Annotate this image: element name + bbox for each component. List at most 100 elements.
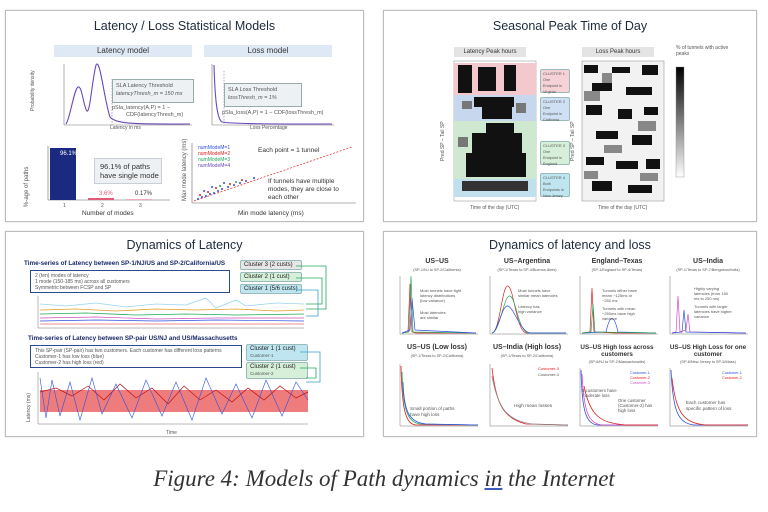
ts2-note-3: Customer-2 has high loss (red) bbox=[35, 360, 104, 366]
modes-tick-3: 3 bbox=[139, 203, 142, 209]
latency-x-label: Latency in ms bbox=[110, 125, 141, 131]
bottom-cell-2-sub: (SP-1/Texas to SP-2/California) bbox=[500, 354, 554, 358]
bottom-cell-1: US–US (Low loss) (SP-1/Texas to SP-2/Cal… bbox=[394, 344, 480, 434]
latency-y-label: Probability density bbox=[30, 70, 36, 111]
top-cell-4-note-2: latencies (from 150 bbox=[694, 291, 729, 296]
top-cell-3-title: England–Texas bbox=[591, 258, 643, 265]
ts2-cluster-1: Cluster 1 (1 cust) Customer-1 bbox=[246, 344, 308, 361]
top-cell-2: US–Argentina (SP-1/Texas to SP-4/Buenos … bbox=[484, 258, 570, 340]
bottom-cell-3-legend-3: Customer-3 bbox=[630, 381, 650, 385]
bar-three-modes bbox=[126, 199, 152, 200]
bar-one-mode bbox=[50, 148, 76, 200]
modes-callout: 96.1% of paths have single mode bbox=[94, 158, 162, 184]
top-cell-4: US–India (SP-1/Texas to SP-7/Bengaluru/I… bbox=[664, 258, 752, 340]
cluster-1-text: One Endpoint in Virginia bbox=[543, 78, 562, 94]
top-cell-1-note-1: Most tunnels have tight bbox=[420, 288, 462, 293]
panel-dynamics-latency: Dynamics of Latency Time-series of Laten… bbox=[5, 231, 364, 437]
ts2-note-1: This SP-pair (SP-pair) has two customers… bbox=[35, 348, 222, 354]
bottom-cell-3-title: US–US High loss across customers bbox=[580, 344, 654, 358]
modes-callout-line1: 96.1% of paths bbox=[100, 162, 151, 171]
modes-bar-label-3: 0.17% bbox=[135, 191, 153, 197]
bottom-cell-2-plot bbox=[489, 364, 569, 427]
modes-x-label: Number of modes bbox=[82, 210, 134, 217]
mode-latency-scatter bbox=[191, 143, 356, 204]
bottom-cell-1-title: US–US (Low loss) bbox=[407, 344, 467, 351]
top-cell-3-note-2: mean ~125ms or bbox=[602, 293, 633, 298]
scatter-x-label: Min mode latency (ms) bbox=[238, 210, 304, 217]
top-cell-2-note-2: similar mean latencies bbox=[518, 293, 558, 298]
bottom-cell-4: US–US High Loss for one customer (SP-6/N… bbox=[664, 344, 752, 434]
latency-sla-line1: SLA Latency Threshold bbox=[116, 83, 173, 89]
scatter-y-label: Max mode latency (ms) bbox=[182, 138, 188, 201]
top-cell-1-note-2: latency distributions bbox=[420, 293, 456, 298]
top-cell-3-sub: (SP-1/England to SP-4/Texas) bbox=[591, 268, 643, 272]
bottom-cell-1-note-1: Small portion of paths bbox=[410, 406, 455, 411]
latency-model-header: Latency model bbox=[54, 45, 192, 57]
cluster-2-title: CLUSTER 2 bbox=[543, 99, 566, 104]
cluster-2-text: One Endpoint in California bbox=[543, 106, 562, 122]
scatter-callout-line1: If tunnels have multiple bbox=[268, 178, 335, 185]
latency-formula-line2: CDF(latencyThresh_m) bbox=[126, 112, 184, 118]
loss-peak-heatmap bbox=[581, 60, 665, 202]
scatter-legend-3: numModeM=3 bbox=[198, 157, 231, 163]
cluster-3-tag: CLUSTER 3 One Endpoint in England bbox=[540, 141, 570, 166]
top-cell-3-note-1: Tunnels either have bbox=[602, 288, 637, 293]
ts-x-label: Time bbox=[166, 430, 177, 436]
bottom-cell-2-legend-1: Customer-3 bbox=[538, 366, 559, 371]
cluster-1-title: CLUSTER 1 bbox=[543, 71, 566, 76]
bottom-cell-4-legend-1: Customer-1 bbox=[722, 371, 742, 375]
panel-dynamics-latency-loss: Dynamics of latency and loss US–US (SP-1… bbox=[383, 231, 757, 437]
panel-title: Dynamics of Latency bbox=[126, 238, 243, 252]
ts2-latency-timeseries bbox=[37, 372, 309, 425]
ts2-cluster-2-sub: Customer-2 bbox=[250, 371, 274, 376]
top-cell-1-sub: (SP-1/NJ to SP-2/California) bbox=[413, 268, 461, 272]
scatter-legend-1: numModeM=1 bbox=[198, 145, 231, 151]
colorbar bbox=[675, 66, 685, 178]
cluster-4-title: CLUSTER 4 bbox=[543, 175, 566, 180]
bottom-cell-4-note-1: Each customer has bbox=[686, 400, 726, 405]
ts1-title: Time-series of Latency between SP-1/NJ/U… bbox=[24, 260, 226, 267]
bottom-cell-4-plot bbox=[669, 368, 748, 427]
modes-tick-1: 1 bbox=[63, 203, 66, 209]
modes-y-label: %-age of paths bbox=[24, 166, 30, 207]
top-cell-2-note-3: Latency has bbox=[518, 304, 540, 309]
scatter-legend-2: numModeM=2 bbox=[198, 151, 231, 157]
ts1-note-3: Symmetric between FCSP and SP bbox=[35, 285, 112, 291]
top-cell-1-plot bbox=[399, 275, 478, 335]
bottom-cell-3-legend-1: Customer-1 bbox=[630, 371, 650, 375]
peak-y-label: Pred SP – Tail SP bbox=[440, 121, 446, 161]
cluster-2-tag: CLUSTER 2 One Endpoint in California bbox=[540, 97, 570, 122]
ts2-cluster-2-label: Cluster 2 (1 cust) bbox=[250, 364, 296, 370]
panel-seasonal-peak: Seasonal Peak Time of Day Latency Peak h… bbox=[383, 10, 757, 222]
ts1-cluster-1: Cluster 1 (5/6 custs) bbox=[240, 284, 302, 294]
bottom-cell-2-title: US–India (High loss) bbox=[492, 344, 562, 351]
ts2-connectors bbox=[300, 351, 321, 383]
figure-caption: Figure 4: Models of Path dynamics in the… bbox=[0, 466, 768, 492]
caption-underlined-word: in bbox=[484, 466, 503, 491]
top-cell-4-note-6: variance bbox=[694, 314, 710, 319]
cluster-4-text: Both Endpoints in New Jersey bbox=[543, 182, 564, 198]
ts2-notes: This SP-pair (SP-pair) has two customers… bbox=[30, 345, 242, 368]
bottom-cell-4-legend-2: Customer-2 bbox=[722, 376, 742, 380]
ts2-title: Time-series of Latency between SP-pair U… bbox=[28, 335, 238, 342]
bottom-cell-1-sub: (SP-1/Texas to SP-2/California) bbox=[410, 354, 464, 358]
top-cell-2-note-1: Most tunnels have bbox=[518, 288, 551, 293]
top-cell-2-plot bbox=[489, 276, 568, 335]
ts-y-label: Latency (ms) bbox=[26, 393, 32, 422]
bottom-cell-1-plot bbox=[399, 364, 479, 427]
cluster-3-text: One Endpoint in England bbox=[543, 150, 562, 166]
top-cell-3-note-3: ~250 ms bbox=[602, 298, 618, 303]
scatter-points bbox=[197, 177, 255, 200]
top-cell-1-note-3: (low variance) bbox=[420, 298, 445, 303]
panel-title: Latency / Loss Statistical Models bbox=[93, 19, 276, 33]
bottom-cell-2-note-1: High mean losses bbox=[514, 404, 553, 409]
bar-two-modes bbox=[88, 198, 114, 200]
bottom-cell-2-legend-2: Customer-4 bbox=[538, 372, 559, 377]
bottom-cell-1-note-2: have high loss bbox=[410, 412, 440, 417]
loss-sla-annotation: SLA Loss Threshold lossThresh_m = 1% bbox=[224, 83, 302, 107]
top-cell-4-sub: (SP-1/Texas to SP-7/Bengaluru/India) bbox=[676, 268, 740, 272]
ts1-notes: 2 (ten) modes of latency 1 mode (150-185… bbox=[30, 270, 230, 293]
bottom-cell-4-title: US–US High Loss for one customer bbox=[669, 344, 747, 358]
ts2-note-2: Customer-1 has low loss (blue) bbox=[35, 354, 104, 360]
scatter-legend-4: numModeM=4 bbox=[198, 163, 231, 169]
